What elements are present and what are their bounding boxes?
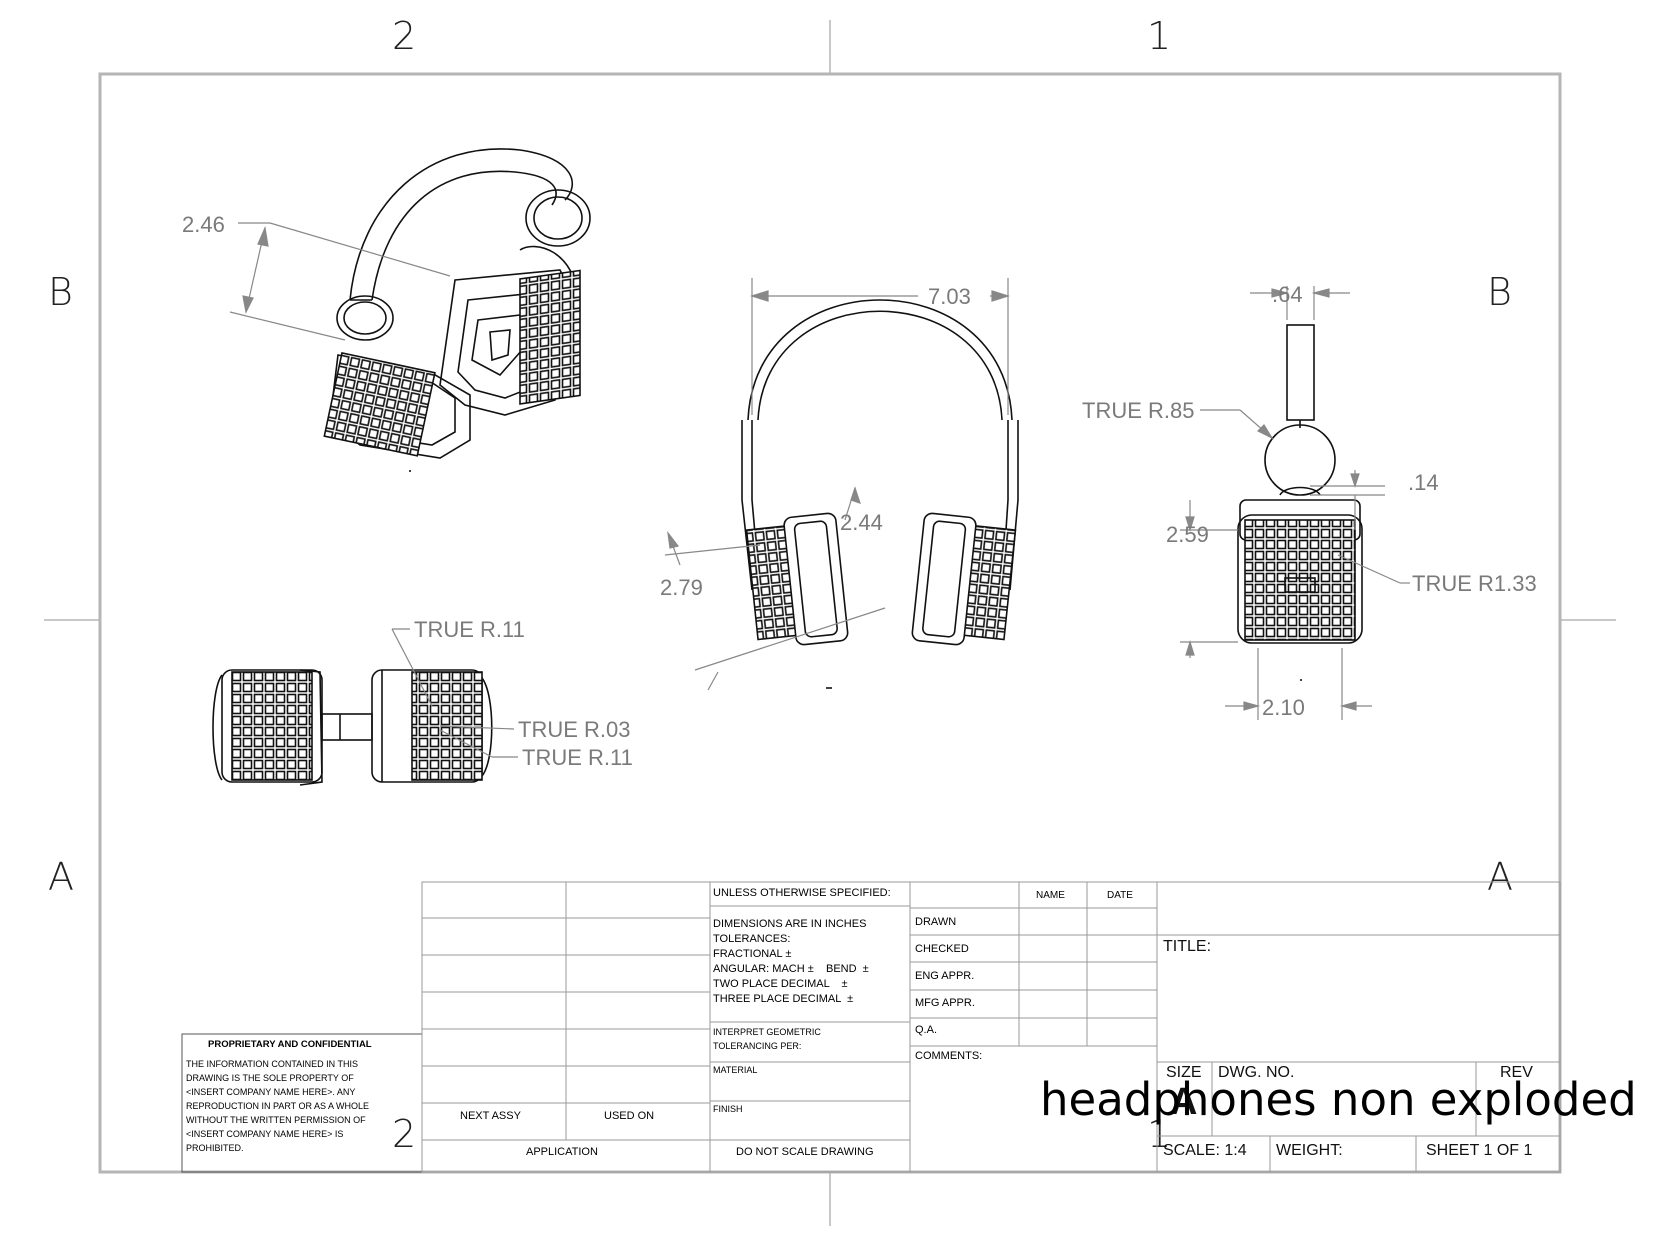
proprietary-line-4: REPRODUCTION IN PART OR AS A WHOLE (186, 1101, 370, 1111)
comments-label: COMMENTS: (915, 1050, 983, 1062)
next-assy-label: NEXT ASSY (460, 1110, 521, 1122)
dim-side-pad-height: 2.59 (1166, 522, 1209, 547)
sign-row-drawn: DRAWN (915, 916, 957, 928)
front-view (741, 299, 1019, 689)
top-view-leaders (391, 628, 518, 758)
dim-side-top-width: .64 (1272, 282, 1303, 307)
front-view-dims (664, 278, 1011, 691)
dim-side-ring-radius: TRUE R.85 (1082, 398, 1194, 423)
tolerance-line-3: FRACTIONAL ± (713, 948, 792, 960)
size-label: SIZE (1166, 1064, 1202, 1081)
dim-top-r3: TRUE R.11 (522, 745, 633, 770)
top-view (212, 669, 493, 786)
zone-top-1: 1 (1147, 14, 1172, 58)
weight-label: WEIGHT: (1276, 1142, 1343, 1159)
proprietary-line-5: WITHOUT THE WRITTEN PERMISSION OF (186, 1115, 366, 1125)
dim-front-width: 7.03 (928, 284, 971, 309)
side-view-dims (1180, 286, 1410, 720)
tolerancing-label: TOLERANCING PER: (713, 1041, 802, 1051)
tolerance-line-6: THREE PLACE DECIMAL ± (713, 993, 854, 1005)
dim-iso-height: 2.46 (182, 212, 225, 237)
zone-left-b: B (48, 270, 73, 314)
sign-row-qa: Q.A. (915, 1024, 938, 1036)
dim-side-pad-radius: TRUE R1.33 (1412, 571, 1537, 596)
proprietary-line-2: DRAWING IS THE SOLE PROPERTY OF (186, 1073, 354, 1083)
proprietary-line-1: THE INFORMATION CONTAINED IN THIS (186, 1059, 359, 1069)
sign-row-mfg-appr: MFG APPR. (915, 997, 975, 1009)
dim-side-bottom-width: 2.10 (1262, 695, 1305, 720)
dim-side-gap: .14 (1408, 470, 1439, 495)
title-block-lines (181, 881, 1561, 1173)
interpret-label: INTERPRET GEOMETRIC (713, 1027, 821, 1037)
name-header: NAME (1036, 890, 1065, 901)
sheet-label: SHEET 1 OF 1 (1426, 1142, 1533, 1159)
dim-top-r1: TRUE R.11 (414, 617, 525, 642)
do-not-scale-label: DO NOT SCALE DRAWING (736, 1146, 874, 1158)
tolerance-line-5: TWO PLACE DECIMAL ± (713, 978, 848, 990)
rev-label: REV (1500, 1064, 1533, 1081)
scale-label: SCALE: 1:4 (1163, 1142, 1247, 1159)
proprietary-line-7: PROHIBITED. (186, 1143, 244, 1153)
zone-right-b: B (1487, 270, 1512, 314)
date-header: DATE (1107, 890, 1133, 901)
iso-view (323, 148, 591, 472)
sign-row-eng-appr: ENG APPR. (915, 970, 975, 982)
proprietary-title: PROPRIETARY AND CONFIDENTIAL (208, 1039, 372, 1050)
unless-specified: UNLESS OTHERWISE SPECIFIED: (713, 887, 891, 899)
sign-row-checked: CHECKED (915, 943, 969, 955)
zone-right-a: A (1487, 855, 1513, 899)
dim-front-left-pad: 2.79 (660, 575, 703, 600)
dwg-no-label: DWG. NO. (1218, 1064, 1295, 1081)
tolerance-line-2: TOLERANCES: (713, 933, 791, 945)
dim-top-r2: TRUE R.03 (518, 717, 630, 742)
drawing-name: headphones non exploded (1040, 1073, 1637, 1126)
application-label: APPLICATION (526, 1146, 598, 1158)
side-view (1237, 324, 1363, 681)
zone-left-a: A (48, 855, 74, 899)
tolerance-line-1: DIMENSIONS ARE IN INCHES (713, 918, 867, 930)
finish-label: FINISH (713, 1104, 743, 1114)
tolerance-line-4: ANGULAR: MACH ± BEND ± (713, 963, 869, 975)
material-label: MATERIAL (713, 1065, 758, 1075)
proprietary-line-6: <INSERT COMPANY NAME HERE> IS (186, 1129, 344, 1139)
zone-bottom-2: 2 (392, 1112, 417, 1156)
zone-bottom-1: 1 (1147, 1112, 1172, 1156)
zone-ticks (44, 20, 1616, 1226)
iso-dimension (229, 222, 451, 341)
zone-top-2: 2 (392, 14, 417, 58)
size-value: A (1170, 1081, 1198, 1123)
used-on-label: USED ON (604, 1110, 655, 1122)
dim-front-right-pad: 2.44 (840, 510, 883, 535)
proprietary-line-3: <INSERT COMPANY NAME HERE>. ANY (186, 1087, 356, 1097)
title-label: TITLE: (1163, 938, 1212, 955)
